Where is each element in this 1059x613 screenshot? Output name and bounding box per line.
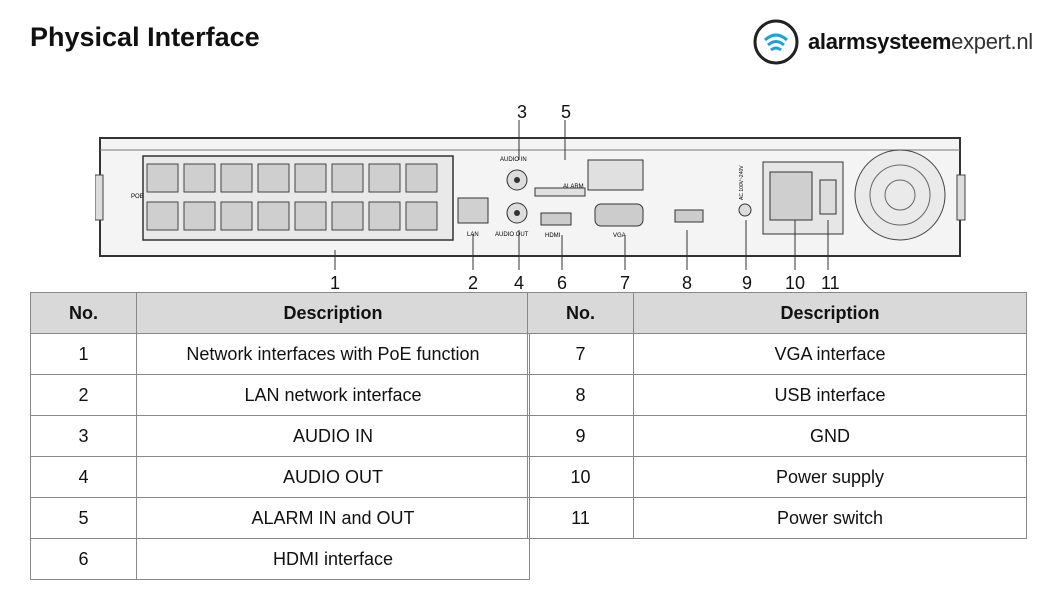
- gnd-screw: [738, 203, 752, 217]
- callout-8: 8: [682, 273, 692, 293]
- cell-no: 1: [30, 333, 137, 375]
- callout-4: 4: [514, 273, 524, 293]
- header-description: Description: [136, 292, 530, 334]
- callout-6: 6: [557, 273, 567, 293]
- cell-desc: HDMI interface: [136, 538, 530, 580]
- cell-no: 5: [30, 497, 137, 539]
- power-inlet: [769, 171, 813, 221]
- hdmi-port: [540, 212, 572, 226]
- callout-2: 2: [468, 273, 478, 293]
- header-no: No.: [527, 292, 634, 334]
- nvr-rear-panel: POE LAN AUDIO IN AUDIO OUT ALARM HDMI VG…: [95, 102, 966, 293]
- label-audio-in: AUDIO IN: [500, 157, 527, 163]
- usb-port: [674, 209, 704, 223]
- callout-9: 9: [742, 273, 752, 293]
- cell-no: 8: [527, 374, 634, 416]
- cell-desc: AUDIO IN: [136, 415, 530, 457]
- header-description: Description: [633, 292, 1027, 334]
- power-switch: [819, 179, 837, 215]
- cell-desc: Power supply: [633, 456, 1027, 498]
- cell-desc: ALARM IN and OUT: [136, 497, 530, 539]
- cell-no: 6: [30, 538, 137, 580]
- cell-no: 3: [30, 415, 137, 457]
- cell-desc: Network interfaces with PoE function: [136, 333, 530, 375]
- cell-desc: VGA interface: [633, 333, 1027, 375]
- cell-no: 4: [30, 456, 137, 498]
- callout-5: 5: [561, 102, 571, 122]
- brand-logo: alarmsysteemexpert.nl: [752, 18, 1033, 66]
- label-vga: VGA: [613, 233, 626, 239]
- cell-desc: USB interface: [633, 374, 1027, 416]
- svg-text:HDMI: HDMI: [545, 233, 561, 239]
- label-alarm: ALARM: [563, 184, 584, 190]
- lan-port: [457, 197, 489, 224]
- logo-text-bold: alarmsysteem: [808, 29, 952, 54]
- fan-grille: [854, 149, 946, 241]
- cell-no: 9: [527, 415, 634, 457]
- callout-3: 3: [517, 102, 527, 122]
- logo-text-thin: expert.nl: [951, 29, 1033, 54]
- wifi-shield-icon: [753, 19, 799, 65]
- cell-no: 11: [527, 497, 634, 539]
- label-power-rating: AC 100V~240V: [739, 165, 745, 200]
- header-no: No.: [30, 292, 137, 334]
- callout-11: 11: [821, 273, 840, 293]
- cell-desc: LAN network interface: [136, 374, 530, 416]
- page-title: Physical Interface: [30, 22, 260, 52]
- cell-desc: AUDIO OUT: [136, 456, 530, 498]
- cell-no: 7: [527, 333, 634, 375]
- callout-7: 7: [620, 273, 630, 293]
- callout-10: 10: [785, 273, 805, 293]
- label-poe: POE: [131, 194, 144, 200]
- cell-desc: GND: [633, 415, 1027, 457]
- alarm-terminal: [587, 159, 644, 191]
- callout-1: 1: [330, 273, 340, 293]
- cell-desc: Power switch: [633, 497, 1027, 539]
- cell-no: 2: [30, 374, 137, 416]
- label-audio-out: AUDIO OUT: [495, 232, 529, 238]
- vga-port: [594, 203, 644, 227]
- cell-no: 10: [527, 456, 634, 498]
